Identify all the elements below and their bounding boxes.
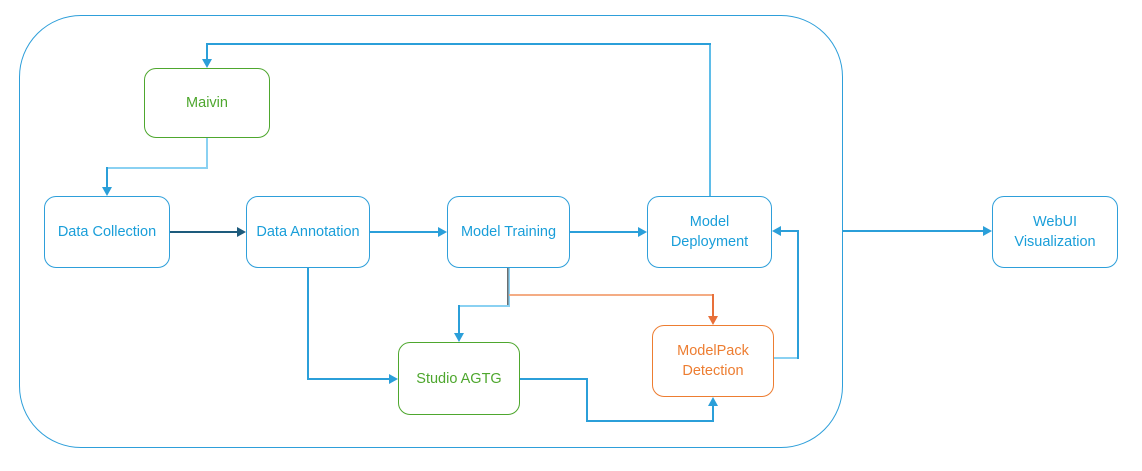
pipeline-container [19, 15, 843, 448]
node-model-deployment-label: Model Deployment [670, 214, 749, 250]
edge-maivin-to-collection-drop1 [206, 138, 208, 169]
arrowhead-into-data-annotation [237, 227, 246, 237]
node-data-collection: Data Collection [44, 196, 170, 268]
node-maivin-label: Maivin [186, 95, 228, 111]
arrowhead-into-studio-left [389, 374, 398, 384]
edge-studio-to-modelpack-drop [586, 378, 588, 422]
edge-training-shared-riser [507, 268, 510, 307]
node-data-annotation-label: Data Annotation [256, 224, 360, 240]
edge-maivin-to-collection-across [106, 167, 208, 169]
node-studio-agtg: Studio AGTG [398, 342, 520, 415]
edge-annotation-to-training [370, 231, 439, 233]
arrowhead-into-model-deployment [638, 227, 647, 237]
arrowhead-into-data-collection [102, 187, 112, 196]
edge-studio-to-modelpack-h2 [586, 420, 714, 422]
edge-training-to-deployment [570, 231, 639, 233]
edge-deployment-to-maivin-top [206, 43, 711, 45]
node-modelpack-detection: ModelPack Detection [652, 325, 774, 397]
edge-training-to-modelpack-across [509, 294, 714, 296]
arrowhead-into-modelpack-bottom [708, 397, 718, 406]
edge-deployment-to-maivin-riser [709, 44, 711, 196]
node-data-collection-label: Data Collection [57, 224, 157, 240]
edge-training-to-modelpack-drop [712, 294, 714, 317]
node-modelpack-detection-label: ModelPack Detection [677, 343, 749, 379]
edge-collection-to-annotation [170, 231, 238, 233]
node-model-training: Model Training [447, 196, 570, 268]
node-data-annotation: Data Annotation [246, 196, 370, 268]
arrowhead-into-webui [983, 226, 992, 236]
edge-studio-to-modelpack-h1 [520, 378, 588, 380]
node-webui-visualization-label: WebUI Visualization [1014, 214, 1096, 250]
node-model-deployment: Model Deployment [647, 196, 772, 268]
edge-container-to-webui [843, 230, 984, 232]
edge-deployment-to-maivin-drop [206, 43, 208, 60]
node-studio-agtg-label: Studio AGTG [416, 370, 502, 387]
arrowhead-into-model-training [438, 227, 447, 237]
arrowhead-into-studio-top [454, 333, 464, 342]
edge-maivin-to-collection-drop2 [106, 167, 108, 188]
edge-studio-to-modelpack-rise [712, 405, 714, 422]
arrowhead-into-modelpack-top [708, 316, 718, 325]
edge-annotation-to-studio-across [307, 378, 390, 380]
edge-training-to-studio-across [458, 305, 510, 307]
arrowhead-into-deployment-right [772, 226, 781, 236]
edge-modelpack-to-deployment-rise [797, 231, 799, 359]
node-model-training-label: Model Training [460, 224, 557, 240]
edge-annotation-to-studio-drop [307, 268, 309, 380]
edge-modelpack-to-deployment-h [780, 230, 799, 232]
arrowhead-into-maivin [202, 59, 212, 68]
edge-training-to-studio-drop [458, 305, 460, 334]
node-webui-visualization: WebUI Visualization [992, 196, 1118, 268]
edge-modelpack-to-deployment-stub [774, 357, 799, 359]
node-maivin: Maivin [144, 68, 270, 138]
